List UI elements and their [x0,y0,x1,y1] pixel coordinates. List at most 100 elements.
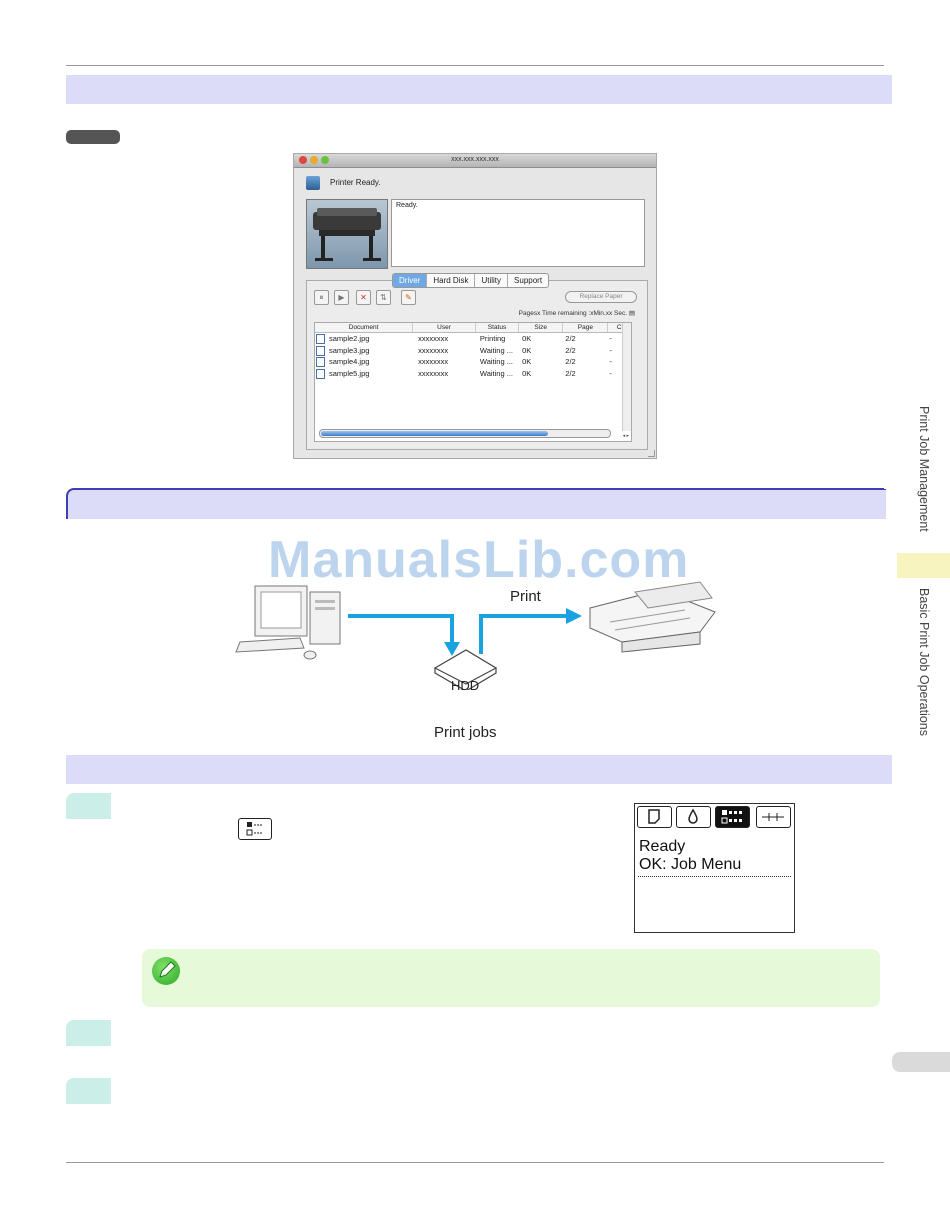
row-user: xxxxxxxx [418,357,449,366]
row-size: 0K [522,357,532,366]
move-job-icon[interactable]: ⇅ [376,290,391,305]
minimize-button[interactable] [310,156,318,164]
window-title: xxx.xxx.xxx.xxx [451,156,499,163]
sidebar-subsection-label: Basic Print Job Operations [917,588,931,736]
status-message-box: Ready. [391,199,645,267]
job-panel: Driver Hard Disk Utility Support ⏸ ▶ ✕ ⇅… [306,273,648,450]
resume-job-icon[interactable]: ▶ [334,290,349,305]
computer-icon [235,585,341,660]
row-user: xxxxxxxx [418,345,449,355]
table-row[interactable]: sample3.jpg xxxxxxxx Waiting ... 0K 2/2 … [315,345,631,357]
status-monitor-window: xxx.xxx.xxx.xxx Printer Ready. Ready. Dr… [293,153,657,459]
row-user: xxxxxxxx [418,334,449,343]
scroll-thumb[interactable] [321,431,548,436]
row-c: - [609,357,612,366]
printer-status-text: Printer Ready. [330,178,381,187]
control-panel-display: Ready OK: Job Menu [634,803,795,933]
column-page[interactable]: Page [563,323,609,332]
table-row[interactable]: sample5.jpg xxxxxxxx Waiting ... 0K 2/2 … [315,368,631,380]
row-page: 2/2 [565,345,576,355]
zoom-button[interactable] [321,156,329,164]
row-size: 0K [522,368,532,378]
lcd-divider [638,876,791,877]
row-c: - [609,345,612,355]
row-document: sample2.jpg [315,333,412,345]
table-row[interactable]: sample4.jpg xxxxxxxx Waiting ... 0K 2/2 … [315,356,631,368]
note-box [142,949,880,1007]
time-remaining-text: Pagesx Time remaining :xMin.xx Sec. ▤ [519,309,635,317]
pause-job-icon[interactable]: ⏸ [314,290,329,305]
step-marker-2 [66,1020,111,1046]
sidebar-section-label: Print Job Management [917,406,931,532]
tab-bar: Driver Hard Disk Utility Support [392,273,550,288]
job-properties-icon[interactable]: ✎ [401,290,416,305]
row-document-name: sample3.jpg [329,345,370,355]
paper-tab-icon[interactable] [637,806,672,828]
tab-hard-disk[interactable]: Hard Disk [427,274,476,287]
row-document: sample5.jpg [315,368,412,380]
tab-utility[interactable]: Utility [475,274,509,287]
footer-rule [66,1162,884,1163]
row-document-name: sample5.jpg [329,368,370,378]
lcd-menu-line: OK: Job Menu [639,856,742,873]
close-button[interactable] [299,156,307,164]
row-document-name: sample2.jpg [329,334,370,343]
row-status: Waiting ... [479,345,513,355]
column-size[interactable]: Size [519,323,564,332]
pencil-note-icon [152,957,180,985]
printer-image [306,199,388,269]
arrow-right-icon [566,608,582,624]
row-status: Printing [479,334,506,343]
printer-icon [589,581,716,653]
hdd-icon [433,649,498,690]
column-status[interactable]: Status [476,323,520,332]
row-document: sample3.jpg [315,345,412,357]
job-tab-icon[interactable] [715,806,750,828]
print-jobs-label: Print jobs [434,724,497,741]
tab-driver[interactable]: Driver [393,274,428,287]
document-icon [316,345,325,356]
section-heading-band-2 [66,488,886,519]
replace-paper-button[interactable]: Replace Paper [565,291,637,303]
delete-job-icon[interactable]: ✕ [356,290,371,305]
row-status: Waiting ... [479,368,513,378]
arrow-down-icon [444,642,460,656]
job-table-header: Document User Status Size Page C [315,323,631,333]
row-status: Waiting ... [479,357,513,366]
header-rule [66,65,884,66]
resize-grip-icon[interactable] [648,450,655,457]
tab-support[interactable]: Support [514,276,543,285]
row-c: - [609,334,612,343]
section-heading-band-1 [66,75,892,104]
print-label: Print [510,588,541,605]
row-user: xxxxxxxx [418,368,449,378]
column-user[interactable]: User [413,323,476,332]
os-badge [66,130,120,144]
time-remaining-label: Pagesx Time remaining :xMin.xx Sec. [518,310,628,317]
watermark: ManualsLib.com [268,531,690,589]
row-page: 2/2 [565,334,576,343]
window-titlebar: xxx.xxx.xxx.xxx [294,154,656,168]
print-flow-diagram [235,581,716,690]
details-icon[interactable]: ▤ [628,310,635,317]
step-marker-3 [66,1078,111,1104]
lcd-status-line: Ready [639,838,686,855]
hdd-label: HDD [451,678,480,693]
flow-arrows [348,614,568,654]
row-document: sample4.jpg [315,356,412,368]
job-menu-button[interactable] [238,818,272,840]
scroll-arrows-icon[interactable]: ◂ ▸ [622,433,629,439]
document-icon [316,357,325,368]
table-row[interactable]: sample2.jpg xxxxxxxx Printing 0K 2/2 - [315,333,631,345]
settings-tab-icon[interactable] [756,806,791,828]
printer-status-icon [306,176,320,190]
ink-tab-icon[interactable] [676,806,711,828]
row-document-name: sample4.jpg [329,357,370,366]
row-size: 0K [522,345,532,355]
document-icon [316,334,325,345]
job-table: Document User Status Size Page C sample2… [314,322,632,442]
vertical-scrollbar[interactable] [622,323,631,431]
column-document[interactable]: Document [315,323,414,332]
row-size: 0K [522,334,532,343]
horizontal-scrollbar[interactable] [319,429,611,438]
